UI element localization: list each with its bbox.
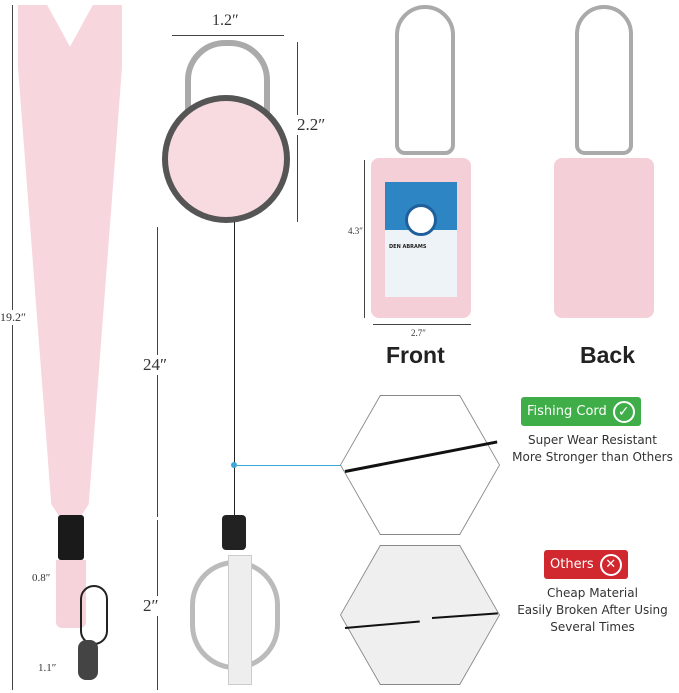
bad-line-2: Easily Broken After Using [517,603,668,617]
back-label: Back [580,342,635,368]
front-card-holder: DEN ABRAMS [371,158,471,318]
strap-width-label: 1.1″ [38,662,57,674]
phone-strap [80,585,108,645]
clip-length-label: 2″ [143,596,159,616]
fishing-cord-label: Fishing Cord [527,404,607,419]
lobster-clip [78,640,98,680]
others-badge: Others ✕ [544,550,628,579]
buckle-width-label: 0.8″ [32,572,51,584]
good-line-1: Super Wear Resistant [527,433,657,447]
reel-height-label: 2.2″ [297,115,326,135]
clip-connector [222,515,246,550]
card-width-line [373,324,471,325]
card-width-label: 2.7″ [411,328,426,338]
good-line-2: More Stronger than Others [512,450,673,464]
back-reel [575,5,633,155]
back-card-holder [554,158,654,318]
front-reel [395,5,455,155]
cord-callout-dot [231,462,237,468]
retractable-cord [234,222,235,517]
reel-badge [162,95,290,223]
bad-line-3: Several Times [550,620,635,634]
cord-callout-line [237,465,347,466]
strap-loop [228,555,252,685]
id-name: DEN ABRAMS [389,244,427,250]
x-circle-icon: ✕ [599,553,622,576]
lanyard-length-label: 19.2″ [0,310,26,325]
check-circle-icon: ✓ [612,400,635,423]
others-label: Others [550,557,594,572]
cord-length-label: 24″ [143,355,168,375]
front-label: Front [386,342,445,368]
card-height-line [364,160,365,318]
fishing-cord-hexagon [340,395,500,535]
lanyard-length-line [12,5,13,690]
reel-width-line [172,35,284,36]
reel-width-label: 1.2″ [212,12,239,29]
lanyard-strap [18,5,122,525]
bad-line-1: Cheap Material [547,586,638,600]
card-height-label: 4.3″ [348,226,363,236]
buckle [58,515,84,560]
fishing-cord-badge: Fishing Cord ✓ [521,397,641,426]
